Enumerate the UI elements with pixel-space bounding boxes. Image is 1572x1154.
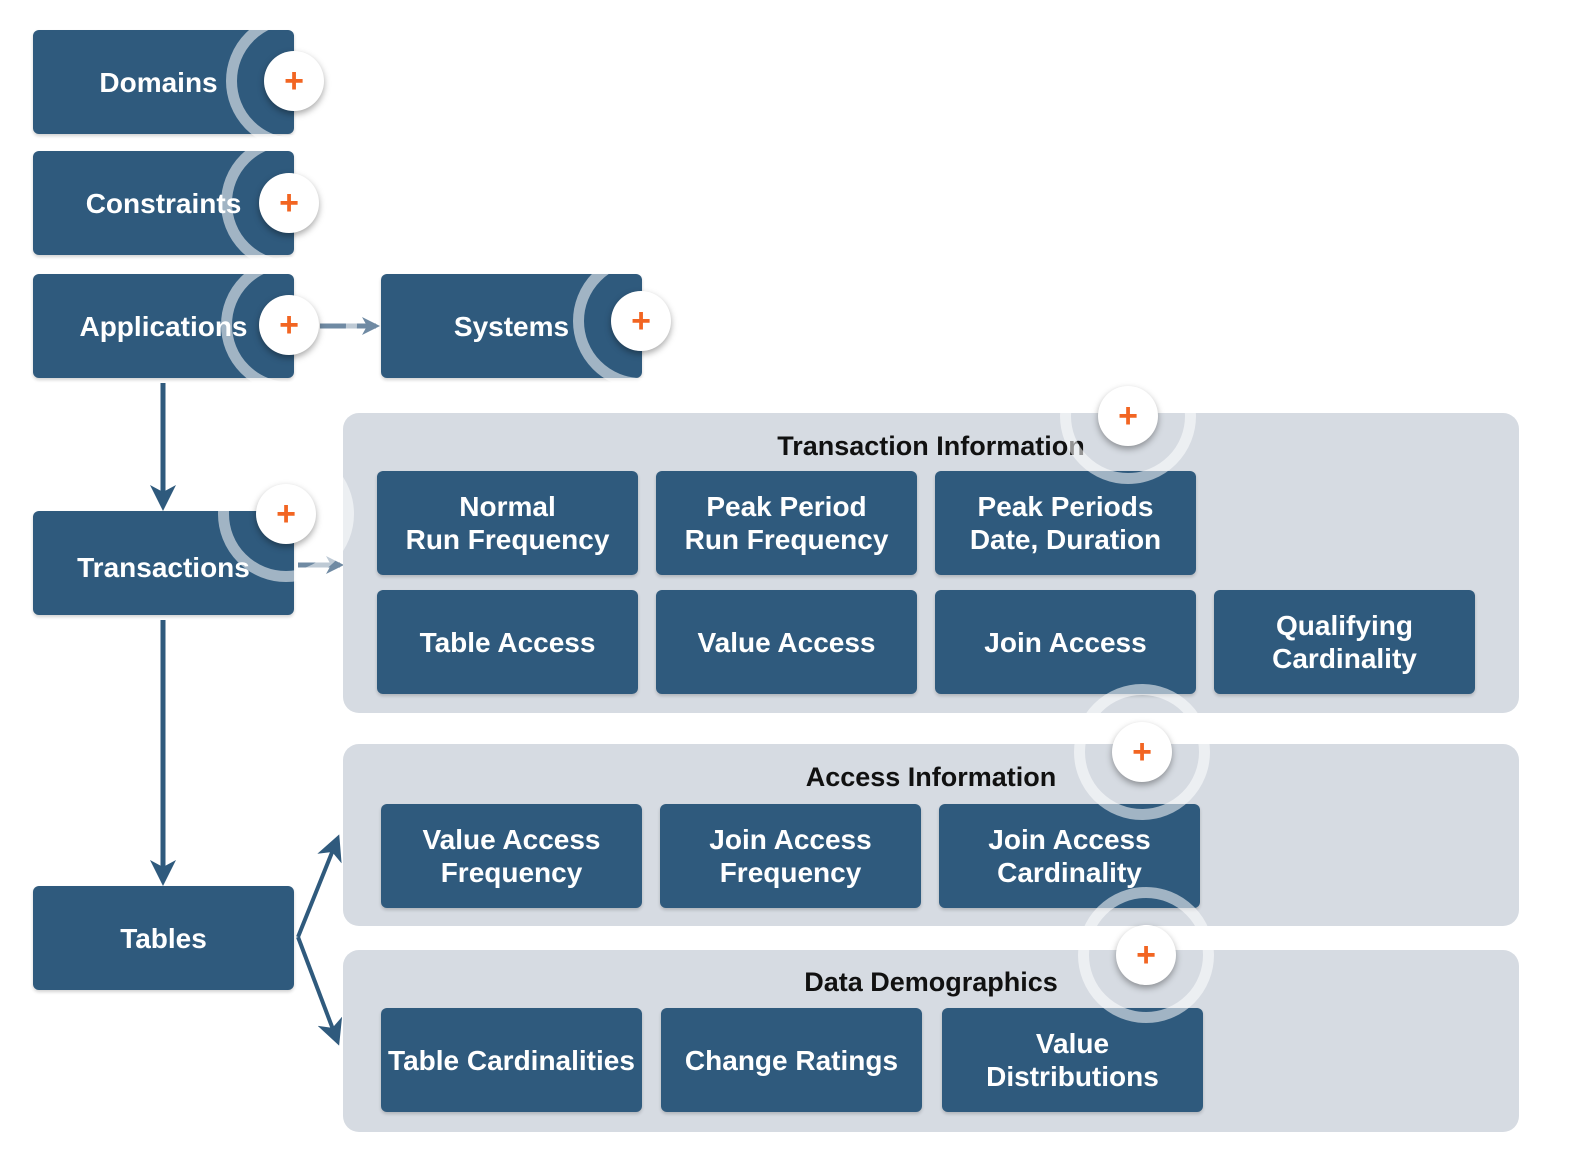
normal-run-frequency-box[interactable]: Normal Run Frequency <box>377 471 638 575</box>
table-cardinalities-box[interactable]: Table Cardinalities <box>381 1008 642 1112</box>
peak-period-run-frequency-box[interactable]: Peak Period Run Frequency <box>656 471 917 575</box>
transactions-expand-plus-icon[interactable]: + <box>256 484 316 544</box>
halo-ring <box>1074 684 1210 820</box>
qualifying-cardinality-box[interactable]: Qualifying Cardinality <box>1214 590 1475 694</box>
halo-ring <box>573 253 709 389</box>
join-access-frequency-box[interactable]: Join Access Frequency <box>660 804 921 908</box>
arrow-tables-demographics <box>296 936 343 1046</box>
data-demographics-title: Data Demographics <box>804 967 1058 997</box>
access-information-title: Access Information <box>805 762 1057 792</box>
peak-periods-date-duration-box[interactable]: Peak Periods Date, Duration <box>935 471 1196 575</box>
join-access-box[interactable]: Join Access <box>935 590 1196 694</box>
domains-expand-plus-icon[interactable]: + <box>264 51 324 111</box>
value-access-box[interactable]: Value Access <box>656 590 917 694</box>
table-access-box[interactable]: Table Access <box>377 590 638 694</box>
arrow-tables-access <box>296 834 342 938</box>
halo-ring <box>1078 887 1214 1023</box>
transaction-information-title: Transaction Information <box>777 431 1085 461</box>
change-ratings-box[interactable]: Change Ratings <box>661 1008 922 1112</box>
value-access-frequency-box[interactable]: Value Access Frequency <box>381 804 642 908</box>
applications-expand-plus-icon[interactable]: + <box>259 295 319 355</box>
transaction-information-expand-plus-icon[interactable]: + <box>1098 386 1158 446</box>
halo-ring <box>218 446 354 582</box>
data-demographics-expand-plus-icon[interactable]: + <box>1116 925 1176 985</box>
halo-ring <box>1060 348 1196 484</box>
tables-node[interactable]: Tables <box>33 886 294 990</box>
constraints-expand-plus-icon[interactable]: + <box>259 173 319 233</box>
systems-expand-plus-icon[interactable]: + <box>611 291 671 351</box>
value-distributions-box[interactable]: Value Distributions <box>942 1008 1203 1112</box>
access-information-expand-plus-icon[interactable]: + <box>1112 722 1172 782</box>
halo-ring <box>221 257 357 393</box>
